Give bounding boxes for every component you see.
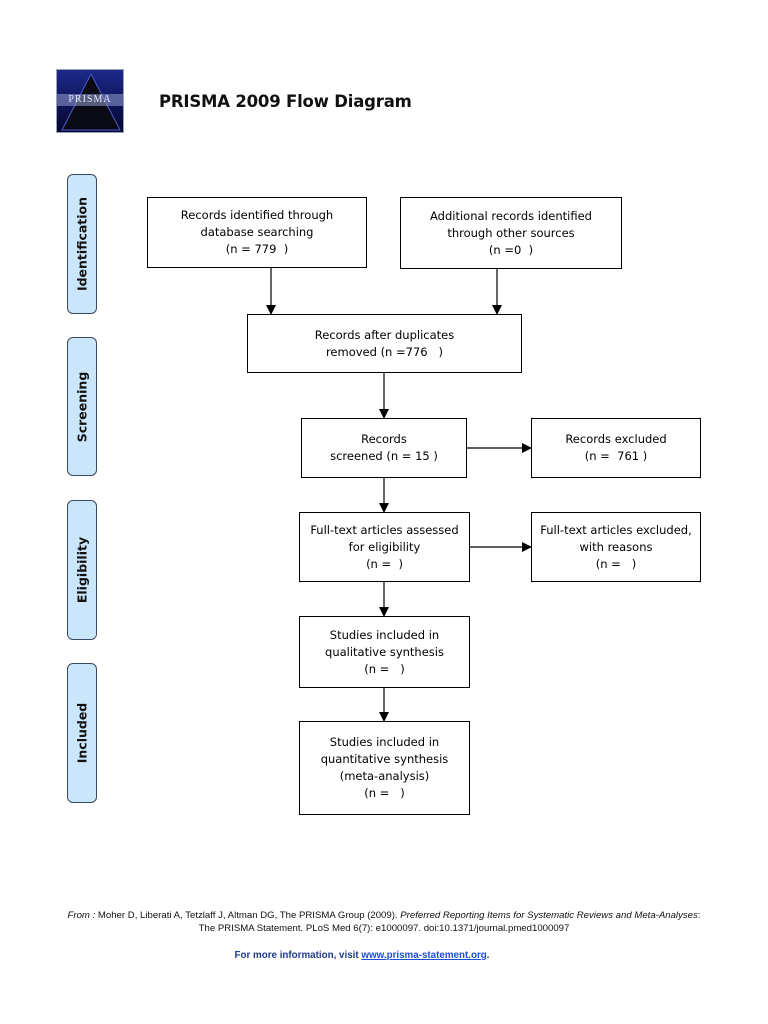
citation-rest: : The PRISMA Statement. PLoS Med 6(7): e… xyxy=(198,910,701,934)
box-records-excluded: Records excluded (n = 761 ) xyxy=(531,418,701,478)
stage-included: Included xyxy=(67,663,97,803)
box-database-line2: database searching xyxy=(200,225,314,239)
box-duplicates-line1: Records after duplicates xyxy=(314,327,455,342)
box-quantitative-line3: (meta-analysis) xyxy=(339,769,430,783)
box-fulltext-assessed: Full-text articles assessed for eligibil… xyxy=(299,512,470,582)
box-fulltext-excluded-line2: with reasons xyxy=(579,539,653,554)
box-screened-line1: Records xyxy=(361,432,407,446)
box-records-screened: Records screened (n = 15 ) xyxy=(301,418,467,478)
box-qualitative-line1: Studies included in xyxy=(329,627,440,642)
citation-authors: Moher D, Liberati A, Tetzlaff J, Altman … xyxy=(97,910,401,921)
box-other-line1: Additional records identified xyxy=(430,208,592,223)
box-after-duplicates: Records after duplicates removed (n =776… xyxy=(247,314,522,373)
box-quantitative-line1: Studies included in xyxy=(329,735,440,749)
box-fulltext-excluded: Full-text articles excluded, with reason… xyxy=(531,512,701,582)
box-excluded-line2: (n = 761 ) xyxy=(584,449,648,463)
box-fulltext-excluded-line1: Full-text articles excluded, xyxy=(540,522,692,537)
prisma-logo-text: PRISMA xyxy=(57,94,123,106)
citation-from-label: From : xyxy=(67,910,96,921)
box-other-line3: (n =0 ) xyxy=(488,242,534,257)
box-screened-line2: screened (n = 15 ) xyxy=(330,449,438,463)
box-quantitative-line2: quantitative synthesis xyxy=(320,752,449,766)
box-database-line1: Records identified through xyxy=(180,208,334,222)
stage-identification: Identification xyxy=(67,174,97,314)
prisma-logo: PRISMA xyxy=(56,69,124,133)
box-quantitative-line4: (n = ) xyxy=(364,786,405,800)
box-fulltext-excluded-line3: (n = ) xyxy=(595,556,637,571)
box-excluded-line1: Records excluded xyxy=(565,432,667,446)
citation-footer: From : Moher D, Liberati A, Tetzlaff J, … xyxy=(60,909,708,935)
box-database-search: Records identified through database sear… xyxy=(147,197,367,268)
box-fulltext-line2: for eligibility xyxy=(348,539,421,554)
prisma-website-link[interactable]: www.prisma-statement.org xyxy=(361,950,487,961)
stage-screening: Screening xyxy=(67,337,97,476)
more-info-end: . xyxy=(486,950,490,961)
more-info-line: For more information, visit www.prisma-s… xyxy=(0,950,724,961)
stage-eligibility: Eligibility xyxy=(67,500,97,640)
page-title: PRISMA 2009 Flow Diagram xyxy=(159,92,412,111)
box-fulltext-line3: (n = ) xyxy=(366,556,403,571)
box-duplicates-line2: removed (n =776 ) xyxy=(325,344,444,359)
citation-title: Preferred Reporting Items for Systematic… xyxy=(400,910,698,921)
box-qualitative-synthesis: Studies included in qualitative synthesi… xyxy=(299,616,470,688)
box-database-line3: (n = 779 ) xyxy=(225,242,289,256)
box-quantitative-synthesis: Studies included in quantitative synthes… xyxy=(299,721,470,815)
box-other-sources: Additional records identified through ot… xyxy=(400,197,622,269)
box-qualitative-line2: qualitative synthesis xyxy=(325,644,444,659)
more-info-text: For more information, visit xyxy=(234,950,362,961)
box-other-line2: through other sources xyxy=(447,225,575,240)
box-qualitative-line3: (n = ) xyxy=(364,661,405,676)
box-fulltext-line1: Full-text articles assessed xyxy=(310,522,459,537)
